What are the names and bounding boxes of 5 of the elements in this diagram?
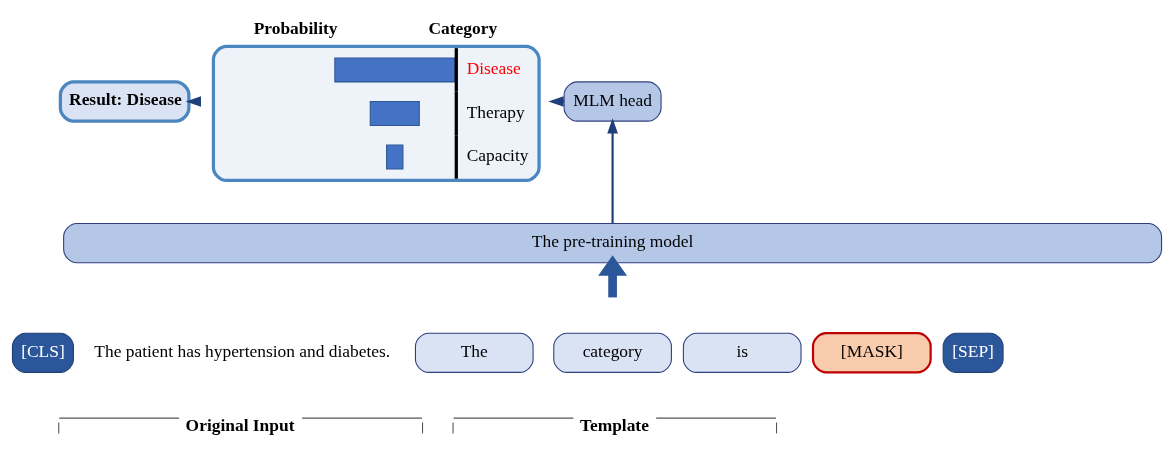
label: Template [579,414,649,435]
node-label: Probability [253,17,338,38]
label: The patient has hypertension and diabetes. [94,340,391,361]
label: Original Input [185,414,295,435]
node-label: Category [428,17,498,38]
